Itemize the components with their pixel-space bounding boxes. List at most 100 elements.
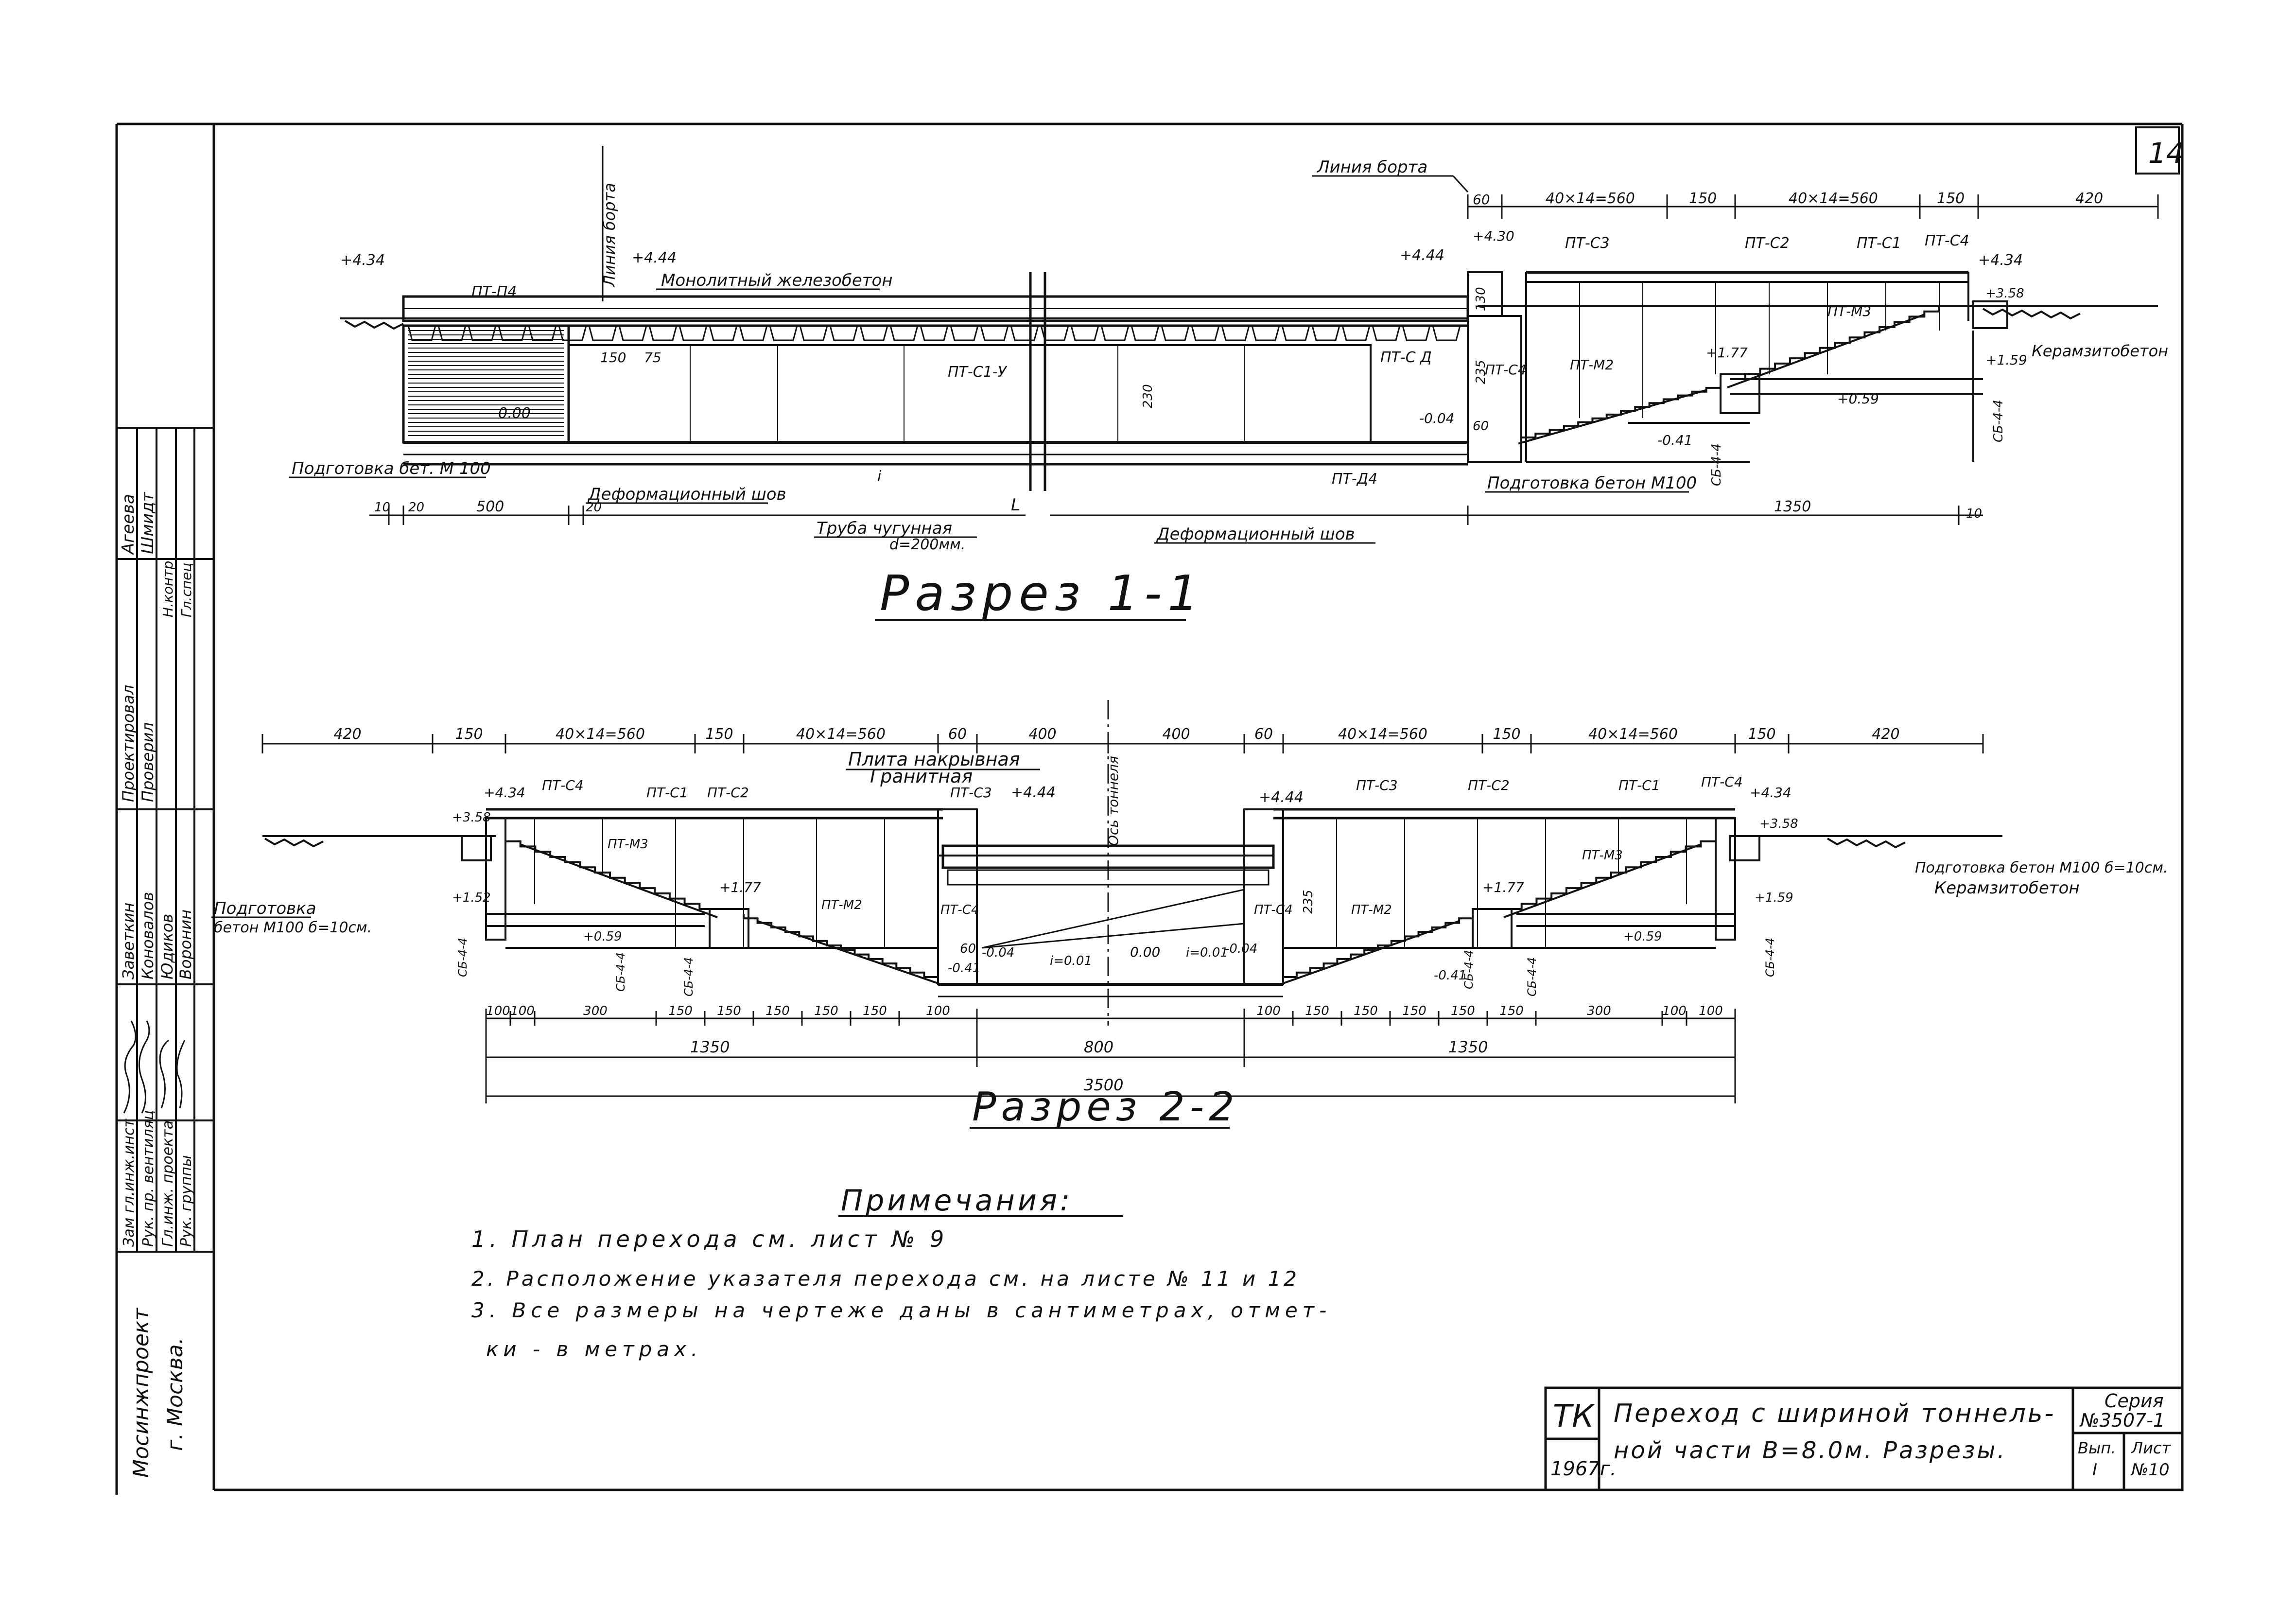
- s1-el-444: +4.44: [632, 249, 677, 266]
- s2-bottom-dim-label: 100: [1662, 1004, 1687, 1018]
- s1-pt-c4b: ПТ-С4: [1925, 232, 1969, 249]
- s2-pt-c1r: ПТ-С1: [1618, 777, 1660, 793]
- s1-rib: [829, 325, 858, 341]
- s2-el-159r: +1.59: [1755, 891, 1793, 905]
- s2-granit: Гранитная: [870, 766, 973, 787]
- tb-vyp-num: I: [2092, 1460, 2097, 1480]
- s1-rib: [588, 325, 617, 341]
- s2-pt-c4l: ПТ-С4: [542, 777, 584, 793]
- s2-top-dim-label: 150: [1493, 726, 1520, 743]
- stamp-col2-1: Проектировал: [119, 685, 138, 802]
- s1-dim-bot-1350: 1350: [1774, 498, 1811, 515]
- tb-vyp-label: Вып.: [2078, 1439, 2116, 1457]
- s1-dim-top-1: 40×14=560: [1546, 190, 1635, 207]
- s2-bottom-dim-label: 150: [668, 1004, 693, 1018]
- s2-el-004r: -0.04: [1225, 942, 1257, 956]
- s1-el-177: +1.77: [1706, 345, 1748, 361]
- s1-rib: [648, 325, 678, 341]
- s1-pt-c3: ПТ-С3: [1565, 235, 1610, 252]
- stamp-col2-name-1: Агеева: [119, 494, 138, 555]
- side-stamp-text: Зам гл.инж.инст Рук. пр. вентиляц Гл.инж…: [119, 491, 195, 1478]
- s1-pt-cd: ПТ-С Д: [1380, 349, 1432, 366]
- s2-el-434r: +4.34: [1750, 785, 1792, 801]
- stamp-role-3: Гл.инж. проекта: [159, 1120, 176, 1247]
- s1-rib: [1221, 325, 1250, 341]
- s2-podgotovka: Подготовка: [214, 899, 316, 918]
- s1-podgotovka-right: Подготовка бетон М100: [1487, 473, 1697, 493]
- s2-sb-l3: СБ-4-4: [682, 957, 696, 996]
- s2-keramzit: Керамзитобетон: [1934, 878, 2080, 898]
- s1-el-059: +0.59: [1837, 391, 1879, 407]
- s1-def-shov-1: Деформационный шов: [587, 485, 786, 504]
- s1-break-lines: [1029, 272, 1046, 491]
- s2-bottom-dim-label: 150: [717, 1004, 741, 1018]
- s2-el-059l: +0.59: [583, 929, 622, 944]
- s1-dim-bot-10: 10: [374, 500, 390, 515]
- s2-bottom-dim-label: 100: [510, 1004, 535, 1018]
- s2-tunnel: [937, 808, 1284, 997]
- s1-dim-top-2: 150: [1689, 190, 1717, 207]
- s1-el-434b: +4.34: [1978, 252, 2023, 269]
- s1-el-430: +4.30: [1473, 228, 1514, 244]
- s2-top-dim-label: 150: [1748, 726, 1775, 743]
- s1-el-444b: +4.44: [1400, 247, 1444, 264]
- s1-rib: [678, 325, 708, 341]
- s2-dim-1350r: 1350: [1448, 1038, 1488, 1056]
- s1-def-shov-2: Деформационный шов: [1156, 524, 1355, 544]
- s2-pt-cdl: ПТ-С4: [940, 903, 979, 917]
- s2-bottom-dim-label: 100: [1699, 1004, 1723, 1018]
- s2-bottom-dim-label: 150: [765, 1004, 790, 1018]
- s1-monolit: Монолитный железобетон: [661, 271, 893, 290]
- s2-top-dim-label: 150: [455, 726, 483, 743]
- s1-truba: Труба чугунная: [817, 519, 952, 538]
- s2-el-041l: -0.41: [948, 961, 980, 976]
- s2-top-dim-chain: [261, 734, 1984, 753]
- s2-el-444d: +4.44: [1259, 789, 1304, 806]
- section-2-2: Плита накрывная Гранитная Ось тоннеля По…: [211, 700, 2168, 1130]
- s2-stair-right-upper-soffit: [1503, 843, 1701, 919]
- s2-el-358l: +3.58: [452, 810, 491, 825]
- s1-rib: [1311, 325, 1340, 341]
- s1-dim-230: 230: [1141, 384, 1155, 408]
- s2-pt-m2l: ПТ-М2: [821, 898, 862, 912]
- s1-el-434: +4.34: [340, 252, 385, 269]
- notes-title: Примечания:: [841, 1184, 1073, 1218]
- s1-rib: [1372, 325, 1401, 341]
- sheet-frame: [115, 122, 2184, 1495]
- s1-ground: [340, 305, 2158, 330]
- s1-rib: [920, 325, 949, 341]
- s2-top-dim-label: 60: [948, 726, 967, 743]
- s1-dim-bot-500: 500: [476, 498, 504, 515]
- s2-sb-l2: СБ-4-4: [614, 952, 627, 992]
- tb-code: ТК: [1553, 1398, 1595, 1434]
- s1-pt-c1u: ПТ-С1-У: [948, 364, 1008, 381]
- s1-rib: [1432, 325, 1461, 341]
- s2-pt-c4r: ПТ-С4: [1701, 774, 1743, 790]
- tb-series-label: Серия: [2105, 1390, 2164, 1412]
- s2-podgotovka-r: Подготовка бетон М100 б=10см.: [1915, 859, 2168, 876]
- s1-truba-d: d=200мм.: [889, 536, 965, 553]
- s1-slope-i-1: i: [877, 468, 882, 485]
- signatures: [123, 1020, 186, 1114]
- s1-el-358: +3.58: [1985, 286, 2024, 301]
- s2-top-dim-label: 420: [333, 726, 361, 743]
- s2-el-004l: -0.04: [982, 945, 1014, 960]
- s1-sb-44: СБ-4-4: [1709, 443, 1724, 486]
- s1-stair-upper-soffit: [1727, 314, 1925, 389]
- s1-el-041: -0.41: [1657, 432, 1692, 448]
- s1-rib: [1131, 325, 1160, 341]
- s1-bottom-dim-chain: [369, 506, 1983, 525]
- s2-pt-c2r: ПТ-С2: [1468, 777, 1510, 793]
- s1-rib: [618, 325, 647, 341]
- s2-bottom-dim-ticks: [485, 1011, 1736, 1026]
- s1-podgotovka-left: Подготовка бет. М 100: [292, 459, 491, 478]
- s1-dim-60: 60: [1473, 192, 1490, 208]
- notes: Примечания: 1. План перехода см. лист № …: [471, 1184, 1326, 1361]
- s1-rib: [1100, 325, 1130, 341]
- s2-bottom-dim-label: 100: [926, 1004, 950, 1018]
- s1-rib: [528, 325, 557, 341]
- s2-el-041r: -0.41: [1434, 968, 1466, 983]
